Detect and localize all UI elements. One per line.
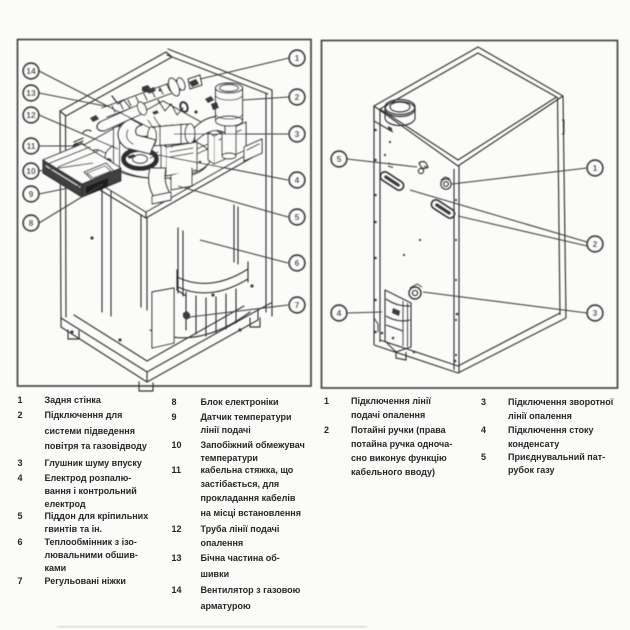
svg-text:12: 12 <box>26 110 36 120</box>
svg-text:8: 8 <box>29 218 34 228</box>
svg-text:9: 9 <box>29 189 34 199</box>
svg-text:1: 1 <box>295 53 300 63</box>
svg-text:1: 1 <box>593 163 598 173</box>
svg-text:10: 10 <box>26 166 36 176</box>
svg-text:5: 5 <box>337 154 342 164</box>
svg-text:4: 4 <box>337 308 342 318</box>
svg-text:3: 3 <box>593 308 598 318</box>
svg-text:13: 13 <box>26 88 36 98</box>
svg-text:2: 2 <box>295 92 300 102</box>
svg-text:3: 3 <box>295 129 300 139</box>
svg-text:5: 5 <box>295 212 300 222</box>
svg-text:14: 14 <box>26 66 36 76</box>
svg-text:4: 4 <box>295 175 300 185</box>
svg-text:11: 11 <box>27 141 36 151</box>
svg-text:2: 2 <box>593 239 598 249</box>
svg-text:6: 6 <box>295 258 300 268</box>
svg-text:7: 7 <box>295 300 300 310</box>
